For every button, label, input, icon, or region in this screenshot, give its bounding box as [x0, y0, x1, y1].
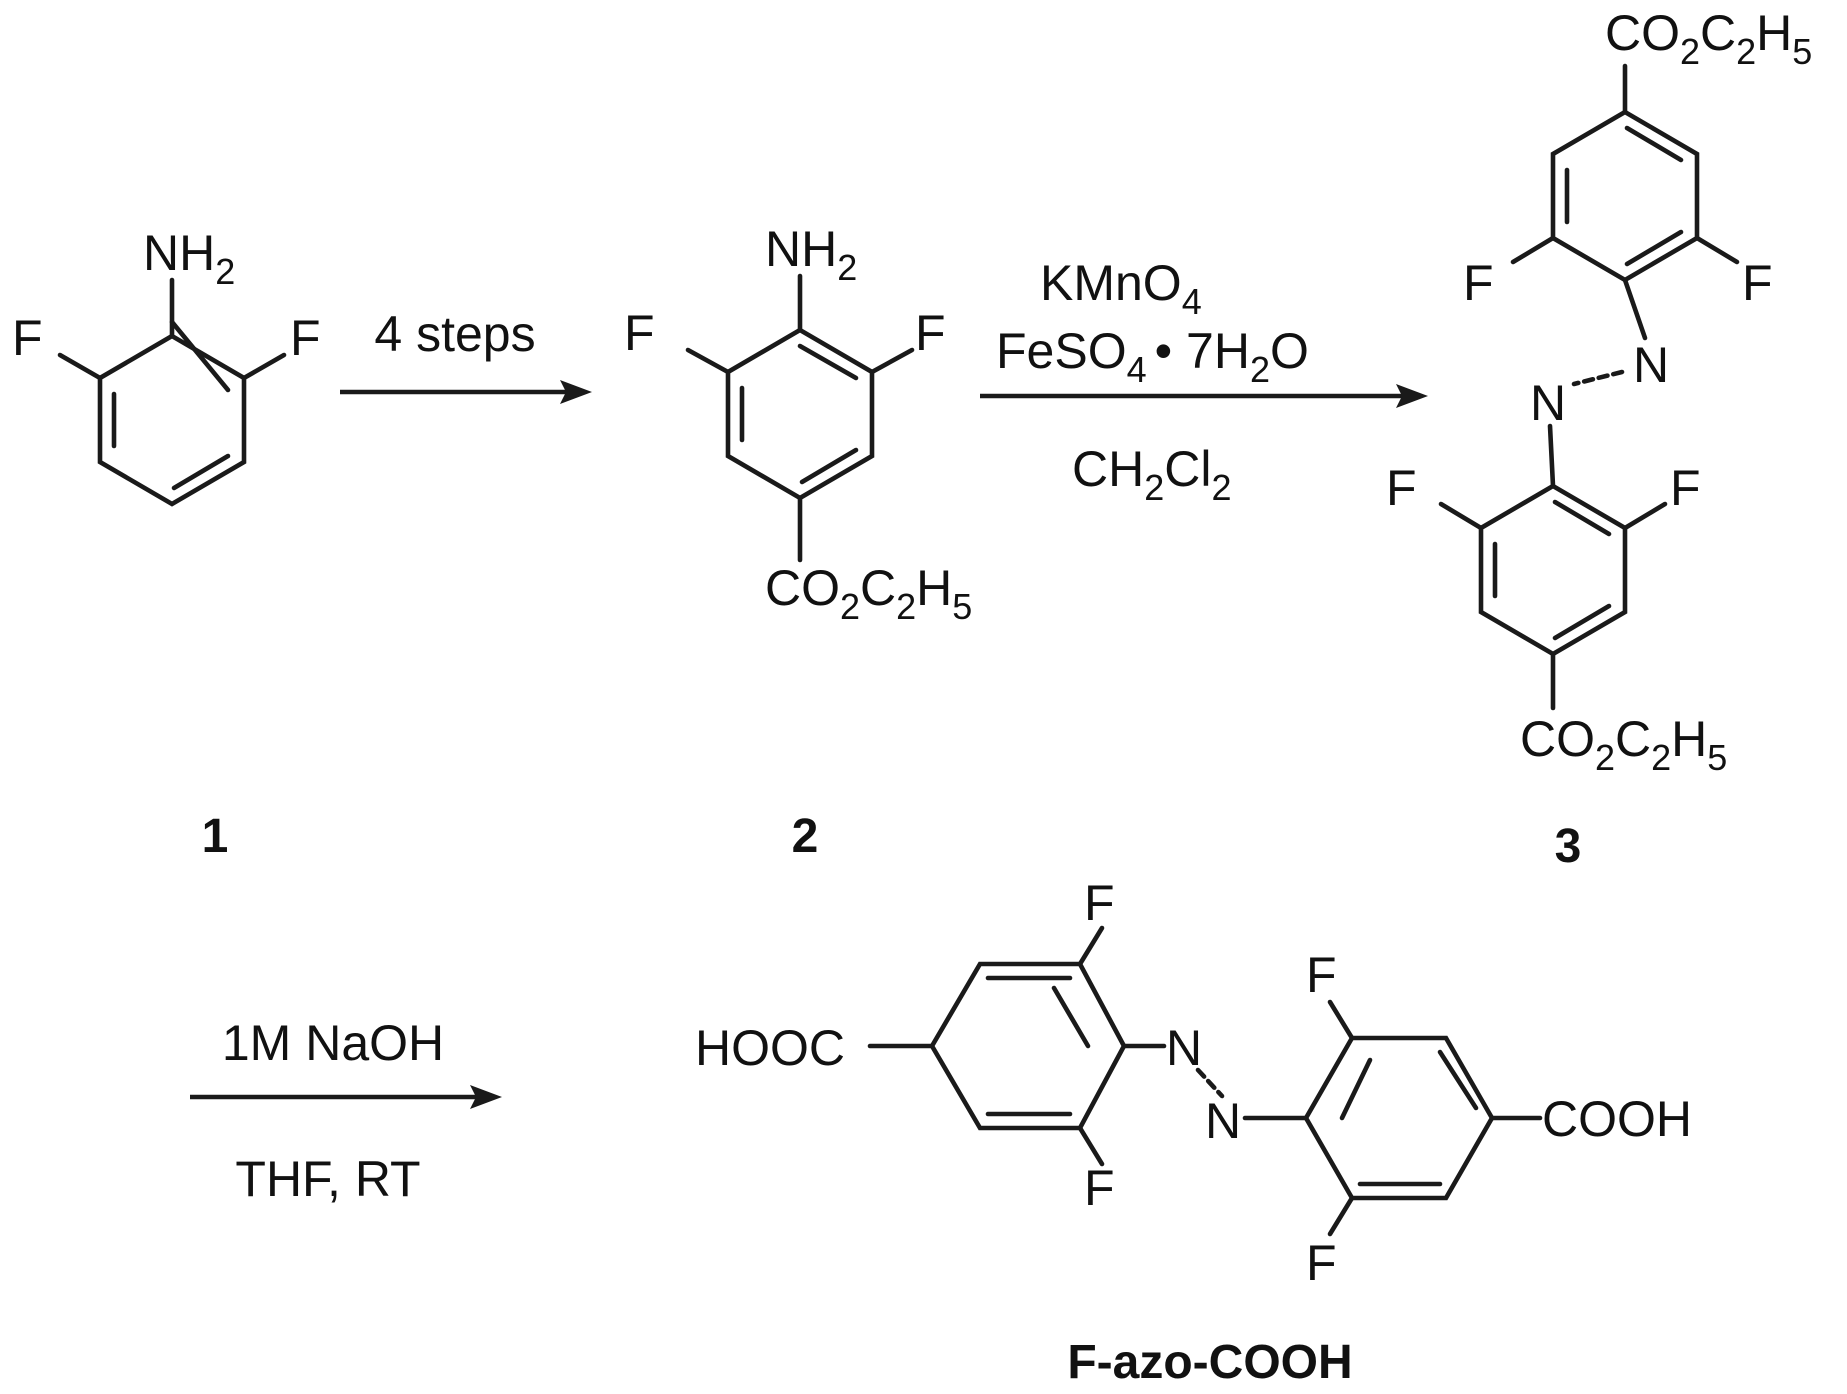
fluorine-label: F — [1670, 460, 1701, 516]
fluorine-label: F — [1306, 1235, 1337, 1291]
nitrogen-label: N — [1166, 1020, 1202, 1076]
fluorine-label: F — [915, 305, 946, 361]
ester-label: CO2C2H5 — [765, 560, 972, 627]
fluorine-label: F — [1306, 947, 1337, 1003]
compound-2-structure: NH2 F F CO2C2H5 — [624, 221, 972, 627]
compound-3-structure: CO2C2H5 F F N N F F CO2C2H5 — [1386, 5, 1812, 778]
carboxylic-acid-label: COOH — [1542, 1091, 1692, 1147]
f-azo-cooh-structure: HOOC F F N N F F COOH — [695, 875, 1692, 1291]
ester-label: CO2C2H5 — [1605, 5, 1812, 72]
ester-label: CO2C2H5 — [1520, 711, 1727, 778]
fluorine-label: F — [1742, 255, 1773, 311]
reaction-arrow-1: 4 steps — [340, 306, 592, 404]
fluorine-label: F — [624, 305, 655, 361]
nh2-label: NH2 — [143, 225, 235, 292]
fluorine-label: F — [1463, 255, 1494, 311]
compound-number-1: 1 — [202, 810, 229, 863]
benzene-ring-3a — [1550, 109, 1700, 283]
fluorine-label: F — [1386, 460, 1417, 516]
benzene-ring-4a — [929, 961, 1127, 1131]
solvent-ch2cl2: CH2Cl2 — [1072, 441, 1232, 508]
compound-name-f-azo-cooh: F-azo-COOH — [1067, 1336, 1352, 1389]
benzene-ring-3b — [1478, 483, 1628, 657]
benzene-ring-1 — [97, 333, 247, 507]
compound-number-3: 3 — [1555, 820, 1582, 873]
nitrogen-label: N — [1205, 1093, 1241, 1149]
fluorine-label: F — [290, 310, 321, 366]
reaction-arrow-2: KMnO4 FeSO4• 7H2O CH2Cl2 — [980, 255, 1428, 508]
carboxylic-acid-label: HOOC — [695, 1020, 845, 1076]
fluorine-label: F — [12, 310, 43, 366]
reagent-naoh: 1M NaOH — [222, 1015, 444, 1071]
reagent-kmno4: KMnO4 — [1040, 255, 1202, 322]
nitrogen-label: N — [1530, 375, 1566, 431]
conditions-thf-rt: THF, RT — [235, 1151, 420, 1207]
fluorine-label: F — [1084, 875, 1115, 931]
compound-number-2: 2 — [792, 810, 819, 863]
nh2-label: NH2 — [765, 221, 857, 288]
reaction-arrow-3: 1M NaOH THF, RT — [190, 1015, 502, 1207]
benzene-ring-2 — [725, 327, 875, 501]
step1-label: 4 steps — [374, 306, 535, 362]
fluorine-label: F — [1084, 1160, 1115, 1216]
compound-1-structure: NH2 F F — [12, 225, 321, 507]
reagent-feso4: FeSO4• 7H2O — [996, 323, 1309, 390]
benzene-ring-4b — [1303, 1035, 1495, 1201]
nitrogen-label: N — [1633, 337, 1669, 393]
